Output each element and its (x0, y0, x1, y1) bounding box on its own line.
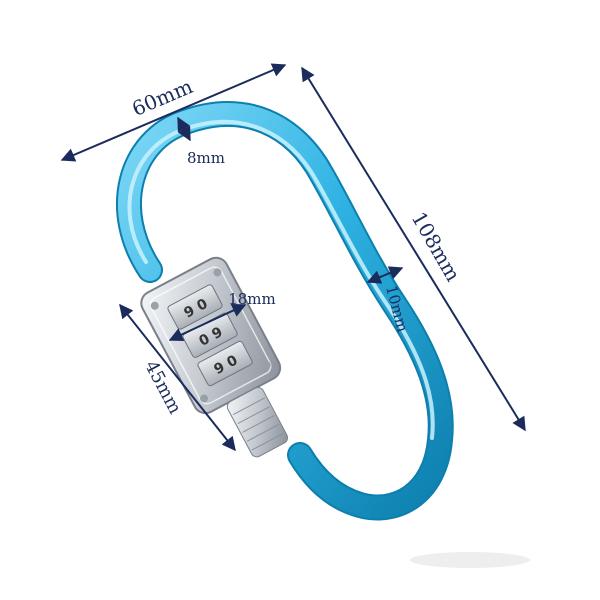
ground-shadow (410, 552, 530, 568)
lock-width-label: 18mm (228, 290, 276, 308)
wire-thickness-label: 8mm (187, 149, 225, 167)
dimension-lines (60, 63, 526, 452)
length-label: 108mm (407, 208, 466, 286)
